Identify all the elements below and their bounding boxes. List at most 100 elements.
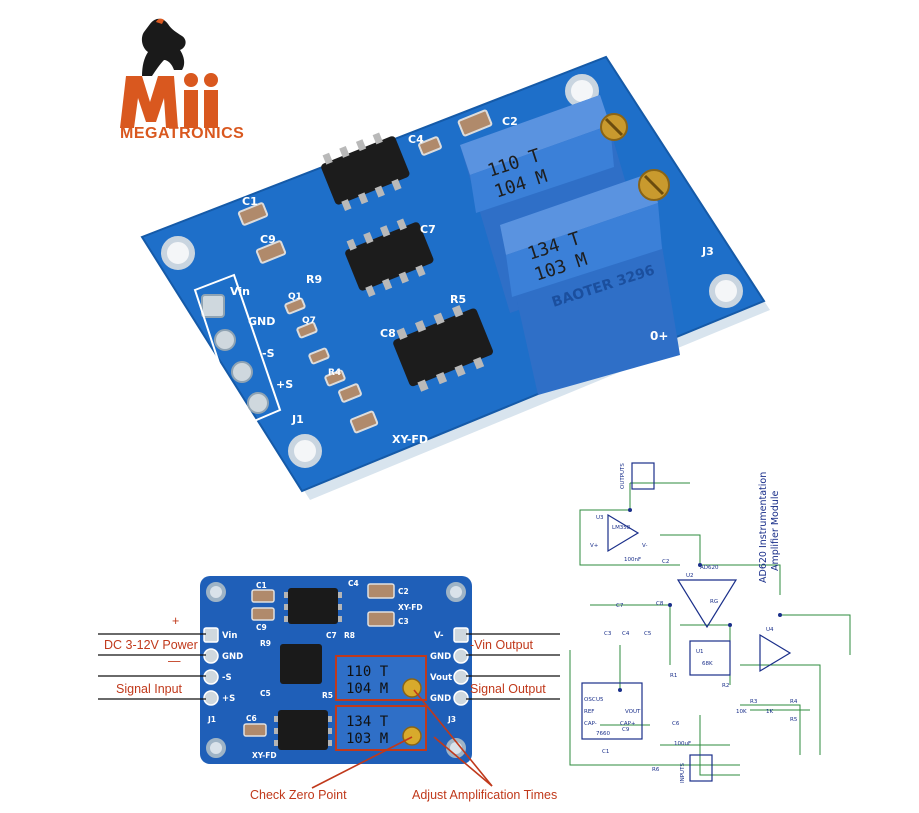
svg-text:Vout: Vout [430,673,452,683]
svg-text:V+: V+ [590,543,599,549]
svg-text:C6: C6 [246,714,257,723]
zero-screw-icon [402,726,422,746]
ic-chips [321,132,493,392]
svg-text:GND: GND [248,315,275,328]
svg-text:C1: C1 [256,581,267,590]
svg-text:LM358: LM358 [612,525,631,531]
minus-label: — [168,654,181,668]
svg-text:U3: U3 [596,515,604,521]
smd-components [237,109,493,434]
svg-text:C7: C7 [616,603,624,609]
logo-mark-icon [120,18,218,128]
svg-text:110 T: 110 T [346,664,389,680]
svg-text:OSC: OSC [584,697,596,703]
svg-text:R5: R5 [790,717,798,723]
svg-text:U4: U4 [766,627,774,633]
svg-text:R4: R4 [790,699,798,705]
svg-text:C4: C4 [348,579,359,588]
svg-text:R9: R9 [260,639,271,648]
svg-text:103 M: 103 M [346,731,388,747]
svg-text:-S: -S [262,347,275,360]
schematic-wires [569,482,851,776]
svg-text:C1: C1 [242,195,258,208]
svg-text:C7: C7 [420,223,436,236]
svg-text:GND: GND [430,694,451,704]
svg-text:1K: 1K [766,709,773,715]
svg-text:Amplifier Module: Amplifier Module [770,490,781,571]
annotated-pins [203,627,469,706]
svg-text:U2: U2 [686,573,694,579]
annotated-board: 110 T 104 M 134 T 103 M Vin GND -S +S V-… [200,576,472,764]
vin-output-label: -Vin Output [470,638,534,652]
svg-text:0+: 0+ [650,329,668,343]
schematic-labels: OUTPUTS INPUTS V+ V- U2 U3 U4 U5 U1 R1 R… [584,463,798,783]
svg-text:GND: GND [430,652,451,662]
svg-text:CAP+: CAP+ [620,721,636,727]
svg-text:C7: C7 [326,631,337,640]
svg-text:V-: V- [434,631,444,641]
svg-text:REF: REF [584,709,594,715]
svg-text:J1: J1 [207,715,216,724]
svg-text:Q7: Q7 [302,316,316,326]
svg-text:J3: J3 [701,245,714,258]
svg-text:J1: J1 [291,413,304,426]
svg-text:XY-FD: XY-FD [252,751,277,760]
svg-text:C2: C2 [398,587,409,596]
svg-text:R1: R1 [670,673,677,679]
trimmer-pots [460,95,680,395]
schematic-diagram: OUTPUTS INPUTS V+ V- U2 U3 U4 U5 U1 R1 R… [560,455,915,805]
logo-text: MEGATRONICS [120,125,245,142]
mounting-holes [161,74,743,468]
svg-text:V-: V- [642,543,647,549]
signal-output-label: Signal Output [470,682,546,696]
svg-text:AD620 Instrumentation: AD620 Instrumentation [758,472,769,583]
svg-text:68K: 68K [702,661,713,667]
svg-text:C3: C3 [398,617,409,626]
svg-text:C9: C9 [260,233,276,246]
svg-text:C3: C3 [604,631,612,637]
plus-label: + [172,614,180,628]
svg-text:+S: +S [276,378,293,391]
svg-text:C9: C9 [622,727,630,733]
svg-text:Vin: Vin [230,285,250,298]
svg-text:INPUTS: INPUTS [680,763,686,783]
svg-text:R2: R2 [722,683,729,689]
svg-text:VOUT: VOUT [625,709,641,715]
svg-text:C2: C2 [662,559,669,565]
svg-text:7660: 7660 [596,731,610,737]
svg-text:J3: J3 [447,715,456,724]
svg-text:C8: C8 [656,601,664,607]
svg-text:C1: C1 [602,749,609,755]
svg-text:R5: R5 [450,293,466,306]
svg-text:AD620: AD620 [700,565,719,571]
svg-text:OUTPUTS: OUTPUTS [620,463,626,489]
svg-text:10K: 10K [736,709,747,715]
adjust-amp-label: Adjust Amplification Times [412,788,558,802]
svg-text:R9: R9 [306,273,322,286]
megatronics-logo [112,10,252,145]
signal-input-label: Signal Input [116,682,183,696]
svg-text:Q1: Q1 [288,292,302,302]
svg-text:C9: C9 [256,623,267,632]
svg-text:C5: C5 [644,631,652,637]
schematic-title: AD620 Instrumentation Amplifier Module [758,472,781,583]
svg-text:C8: C8 [380,327,396,340]
svg-text:U5: U5 [596,697,604,703]
svg-text:C2: C2 [502,115,518,128]
header-pads-j1 [201,294,269,414]
svg-text:XY-FD: XY-FD [392,433,428,446]
annotated-silkscreen: C1 C4 C2 C9 R9 XY-FD C3 C7 R8 C5 R5 C6 J… [207,579,456,760]
svg-text:U1: U1 [696,649,704,655]
svg-text:100nF: 100nF [624,557,641,563]
board-photo: 110 T 104 M 134 T 103 M BAOTER 3296 C2 C… [130,55,790,515]
svg-text:R8: R8 [344,631,355,640]
svg-text:Vin: Vin [222,631,237,641]
svg-text:RG: RG [710,599,718,605]
svg-text:104 M: 104 M [346,681,388,697]
svg-text:R6: R6 [652,767,660,773]
svg-text:134 T: 134 T [346,714,389,730]
svg-text:C4: C4 [408,133,424,146]
svg-text:CAP-: CAP- [584,721,597,727]
silkscreen-labels: C2 C4 C1 C9 R9 C7 C8 R5 J3 J1 Vin GND -S… [230,115,714,446]
